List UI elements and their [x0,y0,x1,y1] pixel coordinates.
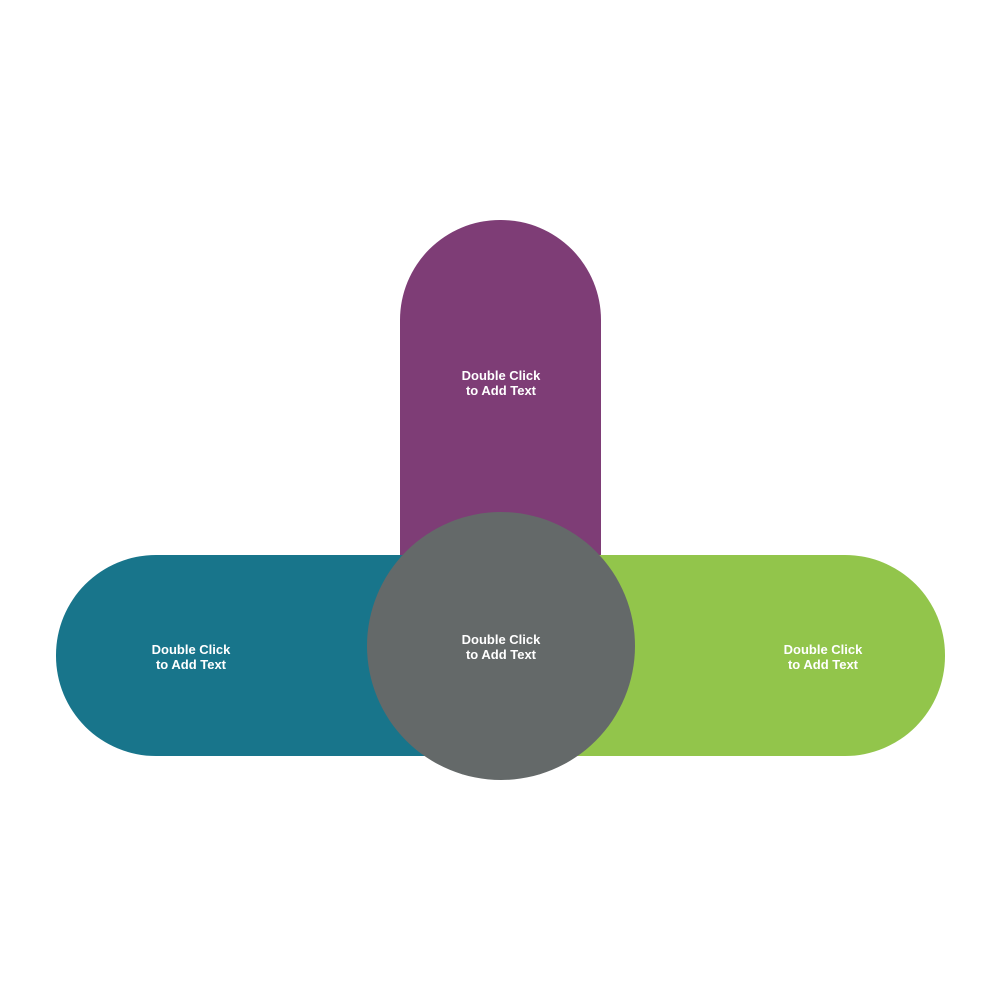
top-petal-label[interactable]: Double Click to Add Text [461,368,541,398]
center-circle-label[interactable]: Double Click to Add Text [461,632,541,662]
right-petal-label[interactable]: Double Click to Add Text [783,642,863,672]
left-petal-label[interactable]: Double Click to Add Text [151,642,231,672]
center-circle[interactable] [367,512,635,780]
